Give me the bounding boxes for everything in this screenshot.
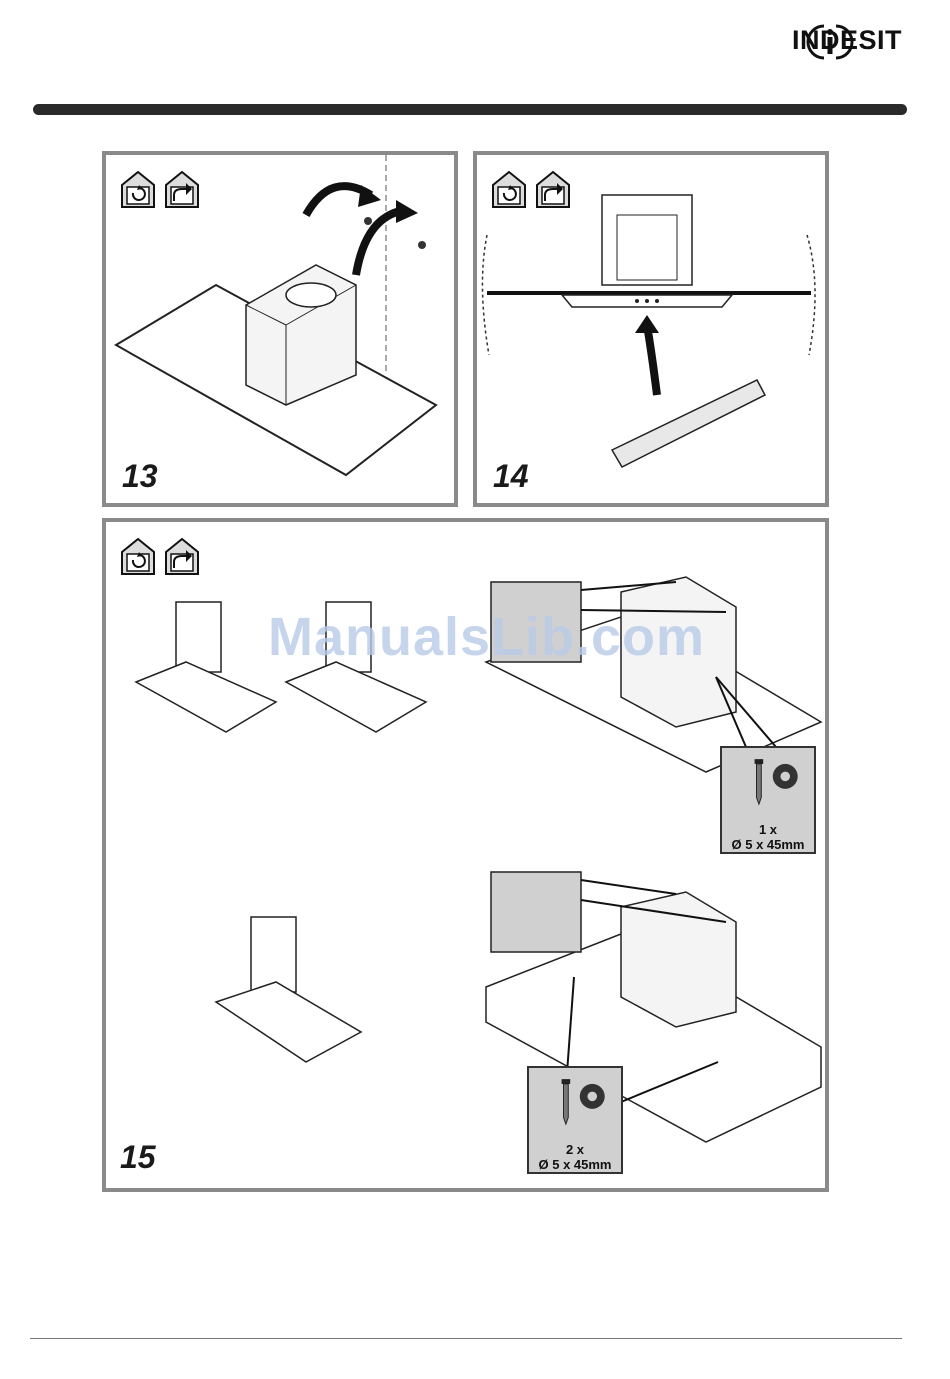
screw-size: Ø 5 x 45mm (722, 837, 814, 852)
screw-size: Ø 5 x 45mm (529, 1157, 621, 1172)
screw-kit-box: 2 x Ø 5 x 45mm (527, 1066, 623, 1174)
screw-quantity: 1 x (722, 822, 814, 837)
footer-divider (30, 1338, 902, 1339)
screw-washer-icon (529, 1070, 621, 1140)
step-number: 13 (122, 458, 158, 495)
screw-kit-box: 1 x Ø 5 x 45mm (720, 746, 816, 854)
screw-washer-icon (722, 750, 814, 820)
header-divider (33, 104, 907, 115)
step-number: 15 (120, 1139, 156, 1176)
step-14-panel: 14 (473, 151, 829, 507)
screw-quantity: 2 x (529, 1142, 621, 1157)
step-13-panel: 13 (102, 151, 458, 507)
step-number: 14 (493, 458, 529, 495)
hood-mounting-illustration (106, 155, 454, 503)
watermark: ManualsLib.com (268, 606, 705, 668)
glass-panel-illustration (477, 155, 825, 503)
brand-name: INDESIT (792, 25, 902, 56)
